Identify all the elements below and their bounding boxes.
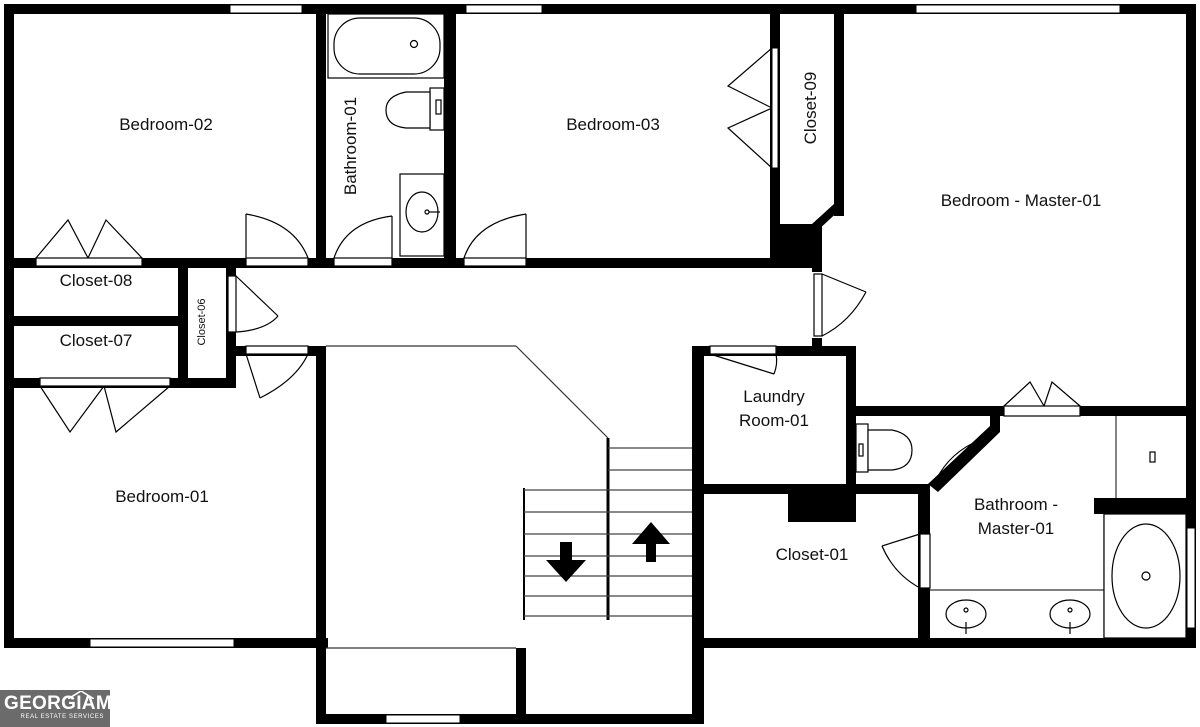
label-closet-06: Closet-06 [196, 298, 208, 345]
label-closet-01: Closet-01 [776, 545, 849, 564]
label-closet-09: Closet-09 [801, 72, 820, 145]
room-labels: Bedroom-02 Bathroom-01 Bedroom-03 Closet… [60, 72, 1102, 564]
logo-tagline: REAL ESTATE SERVICES [20, 714, 104, 720]
label-laundry-line2: Room-01 [739, 411, 809, 430]
label-bath-master-line1: Bathroom - [974, 495, 1058, 514]
label-laundry-line1: Laundry [743, 387, 805, 406]
label-bedroom-01: Bedroom-01 [115, 487, 209, 506]
label-bedroom-02: Bedroom-02 [119, 115, 213, 134]
label-closet-08: Closet-08 [60, 271, 133, 290]
label-bathroom-01: Bathroom-01 [341, 97, 360, 195]
arrow-up-icon [632, 522, 670, 562]
windows [89, 4, 1196, 724]
label-closet-07: Closet-07 [60, 331, 133, 350]
logo-brand: GEORGIAMLS [4, 693, 110, 714]
stair-arrows [546, 522, 670, 582]
doors [35, 47, 1081, 589]
georgia-mls-logo: GEORGIAMLS REAL ESTATE SERVICES [0, 690, 110, 727]
roof-icon [68, 691, 94, 699]
label-bedroom-master-01: Bedroom - Master-01 [941, 191, 1102, 210]
stairs [523, 438, 692, 620]
fixtures [327, 13, 1187, 639]
arrow-down-icon [546, 542, 586, 582]
label-bath-master-line2: Master-01 [978, 519, 1055, 538]
label-bedroom-03: Bedroom-03 [566, 115, 660, 134]
